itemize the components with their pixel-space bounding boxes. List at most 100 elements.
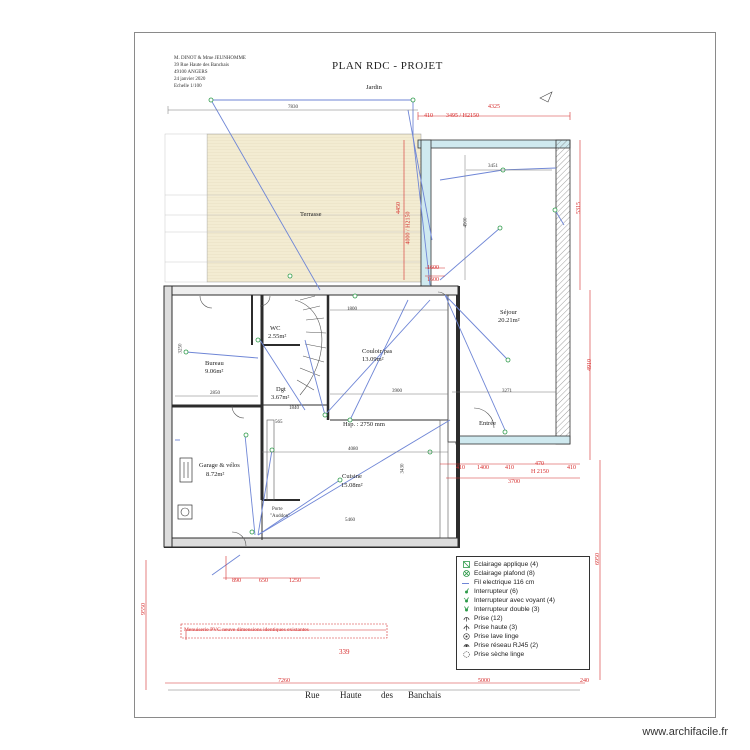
electric-devices [183,97,558,535]
street-word-1: Rue [305,690,320,700]
door-swings [199,291,495,547]
legend-row: Interrupteur avec voyant (4) [463,596,555,605]
high-outlet-icon [463,624,470,631]
dim-cuisine-h: 3430 [400,463,406,474]
dim-top-ref: 410 [424,113,433,119]
legend-label: Prise réseau RJ45 (2) [474,642,539,649]
dim-cuisine-w: 4080 [348,447,358,452]
dim-salon-2: 3271 [502,389,512,394]
top-wall-band [165,285,459,296]
legend-label: Interrupteur avec voyant (4) [474,597,555,604]
dim-bottom-right: 240 [580,678,589,684]
dim-center-339: 339 [339,648,350,656]
legend-label: Interrupteur double (3) [474,606,540,613]
legend-label: Eclairage applique (4) [474,561,539,568]
room-salon: Séjour [500,309,517,316]
room-wc-area: 2.55m² [268,333,287,340]
legend-label: Prise sèche linge [474,651,525,658]
dim-entree-b4: 470 [535,461,544,467]
dim-bottom-left: 7260 [278,678,290,684]
watermark[interactable]: www.archifacile.fr [642,726,728,738]
dim-cuisine-bottom: 5460 [345,518,355,523]
street-word-2: Haute [340,690,362,700]
kitchen-island [439,419,449,539]
dryer-outlet-icon [463,651,470,658]
dim-bureau-w: 2850 [210,391,220,396]
legend-box: Eclairage applique (4) Eclairage plafond… [456,556,590,670]
owner-line-5: Echelle 1/100 [174,84,202,89]
dim-wc: 1800 [347,307,357,312]
room-jardin: Jardin [366,84,382,91]
owner-line-4: 24 janvier 2020 [174,77,206,82]
legend-row: Interrupteur double (3) [463,605,540,614]
street-word-3: des [381,690,393,700]
dim-left-side: 9550 [141,603,147,615]
dim-dgt-w: 1840 [289,406,299,411]
ceiling-height-label: Hsp. : 2750 mm [343,421,385,428]
double-switch-icon [463,606,470,613]
legend-label: Fil electrique 116 cm [474,579,535,586]
owner-line-1: M. DINOT & Mme JEUNHOMME [174,56,246,61]
dim-right-side: 6950 [595,553,601,565]
dim-vert-salon: 4910 [587,359,593,371]
room-terrasse: Terrasse [300,211,322,218]
room-entree: Entrée [479,420,496,427]
dim-ref-1600b: 1600 [427,277,439,283]
terrasse-area [206,133,422,283]
room-garage-area: 8.72m² [206,471,225,478]
washer-outlet-icon [463,633,470,640]
dim-top-right: 4325 [488,104,500,110]
legend-row: Eclairage applique (4) [463,560,538,569]
dim-entree-b3: 410 [505,465,514,471]
dim-front-b: 650 [259,578,268,584]
dim-front-a: 890 [232,578,241,584]
room-bureau-area: 9.06m² [205,368,224,375]
wire-legend-swatch [462,583,469,584]
legend-label: Prise haute (3) [474,624,518,631]
legend-row: Prise (12) [463,614,503,623]
legend-row: Prise réseau RJ45 (2) [463,641,538,650]
room-garage: Garage & vélos [199,462,240,469]
dim-couloir-w: 3900 [392,389,402,394]
menuiserie-note: Menuiserie PVC neuve dimensions identiqu… [184,627,309,633]
legend-row: Fil electrique 116 cm [463,578,534,587]
grey-dimensions [167,106,580,691]
plan-title: PLAN RDC - PROJET [332,60,443,72]
room-bureau: Bureau [205,360,224,367]
legend-row: Interrupteur (6) [463,587,518,596]
house-outline [164,286,460,548]
room-dgt-area: 3.67m² [271,394,290,401]
legend-row: Prise lave linge [463,632,519,641]
legend-row: Prise haute (3) [463,623,517,632]
dim-entree-h: H 2150 [531,469,549,475]
dim-bureau-h: 3250 [178,343,184,354]
dim-bottom-mid: 5000 [478,678,490,684]
street-word-4: Banchais [408,690,441,700]
dim-top-right-2: 3495 / H2150 [446,113,479,119]
menuiserie-box [180,623,388,639]
north-arrow-icon [539,91,553,103]
room-cuisine: Cuisine [342,473,362,480]
dim-entree-b1: 410 [456,465,465,471]
room-dgt: Dgt [276,386,286,393]
kitchen-counter [266,419,275,501]
dim-entree-b2: 1400 [477,465,489,471]
dim-top-left: 7830 [288,105,298,110]
switch-light-icon [463,597,470,604]
left-wall-band [163,285,173,548]
ceiling-light-icon [463,570,470,577]
legend-row: Prise sèche linge [463,650,524,659]
dim-vert-right: 5315 [576,202,582,214]
staircase [294,295,327,396]
room-salon-area: 20.21m² [498,317,520,324]
outlet-icon [463,615,470,622]
porte-sub-label: "Auddon" [270,514,291,519]
legend-label: Prise lave linge [474,633,519,640]
legend-label: Eclairage plafond (8) [474,570,535,577]
dim-ref-1600: 1600 [427,265,439,271]
wall-light-icon [463,561,470,568]
dim-dgt-h: 565 [275,420,283,425]
room-couloir-area: 13.09m² [362,356,384,363]
porte-label: Porte [272,507,283,512]
rj45-outlet-icon [463,642,470,649]
